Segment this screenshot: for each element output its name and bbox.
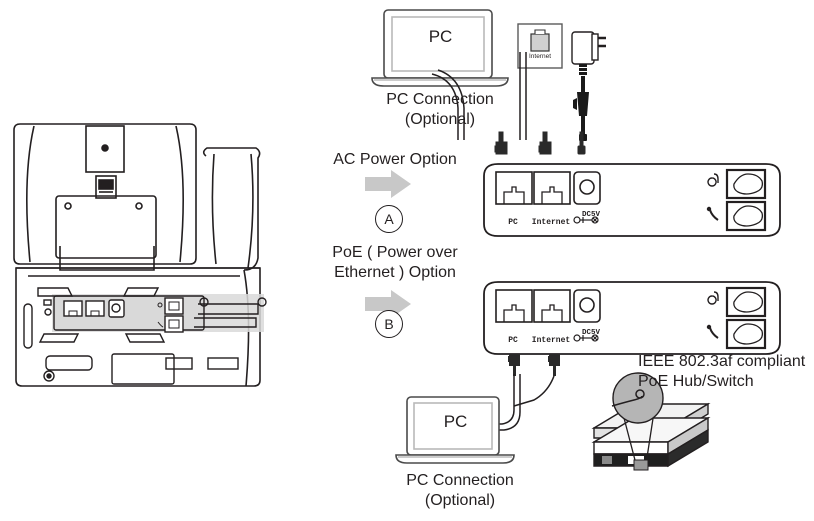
top-cable-group bbox=[430, 52, 610, 162]
ac-power-adapter bbox=[568, 24, 618, 144]
internet-port-label-b: Internet bbox=[531, 336, 571, 345]
pc-connection-caption-top-line1: PC Connection bbox=[386, 91, 494, 108]
pc-port-label-a: PC bbox=[508, 218, 518, 227]
rear-panel-poe bbox=[482, 280, 782, 358]
arrow-right-icon-a bbox=[365, 170, 413, 198]
option-b-label-line1: PoE ( Power over bbox=[332, 244, 458, 261]
internet-port-label-a: Internet bbox=[531, 218, 571, 227]
option-a-marker: A bbox=[375, 205, 403, 233]
dc-port-label-a: DC5V bbox=[581, 211, 600, 219]
pc-port-label-b: PC bbox=[508, 336, 518, 345]
pc-laptop-top bbox=[368, 6, 513, 91]
bottom-cable-group bbox=[470, 374, 610, 444]
option-a-marker-letter: A bbox=[384, 211, 394, 227]
option-a-label: AC Power Option bbox=[333, 151, 457, 168]
rear-panel-ac bbox=[482, 162, 782, 240]
panel-a-connectors bbox=[494, 131, 595, 164]
poe-label-line1: IEEE 802.3af compliant bbox=[638, 353, 806, 370]
laptop-screen-label-top: PC bbox=[428, 27, 453, 46]
dc-port-label-b: DC5V bbox=[581, 329, 600, 337]
pc-laptop-bottom bbox=[393, 393, 518, 468]
poe-label-line2: PoE Hub/Switch bbox=[638, 373, 754, 390]
pc-connection-caption-bottom-line2: (Optional) bbox=[424, 492, 496, 509]
pc-connection-caption-bottom-line1: PC Connection bbox=[406, 472, 514, 489]
option-b-marker: B bbox=[375, 310, 403, 338]
arrow-right-icon-b bbox=[365, 290, 413, 318]
laptop-screen-label-bottom: PC bbox=[443, 412, 468, 431]
ip-phone-rear-view bbox=[8, 118, 308, 388]
option-b-marker-letter: B bbox=[384, 316, 394, 332]
option-b-label-line2: Ethernet ) Option bbox=[334, 264, 456, 281]
panel-b-connectors bbox=[505, 352, 575, 378]
magnifier-callout bbox=[594, 372, 684, 482]
wall-jack-label: Internet bbox=[528, 53, 552, 60]
